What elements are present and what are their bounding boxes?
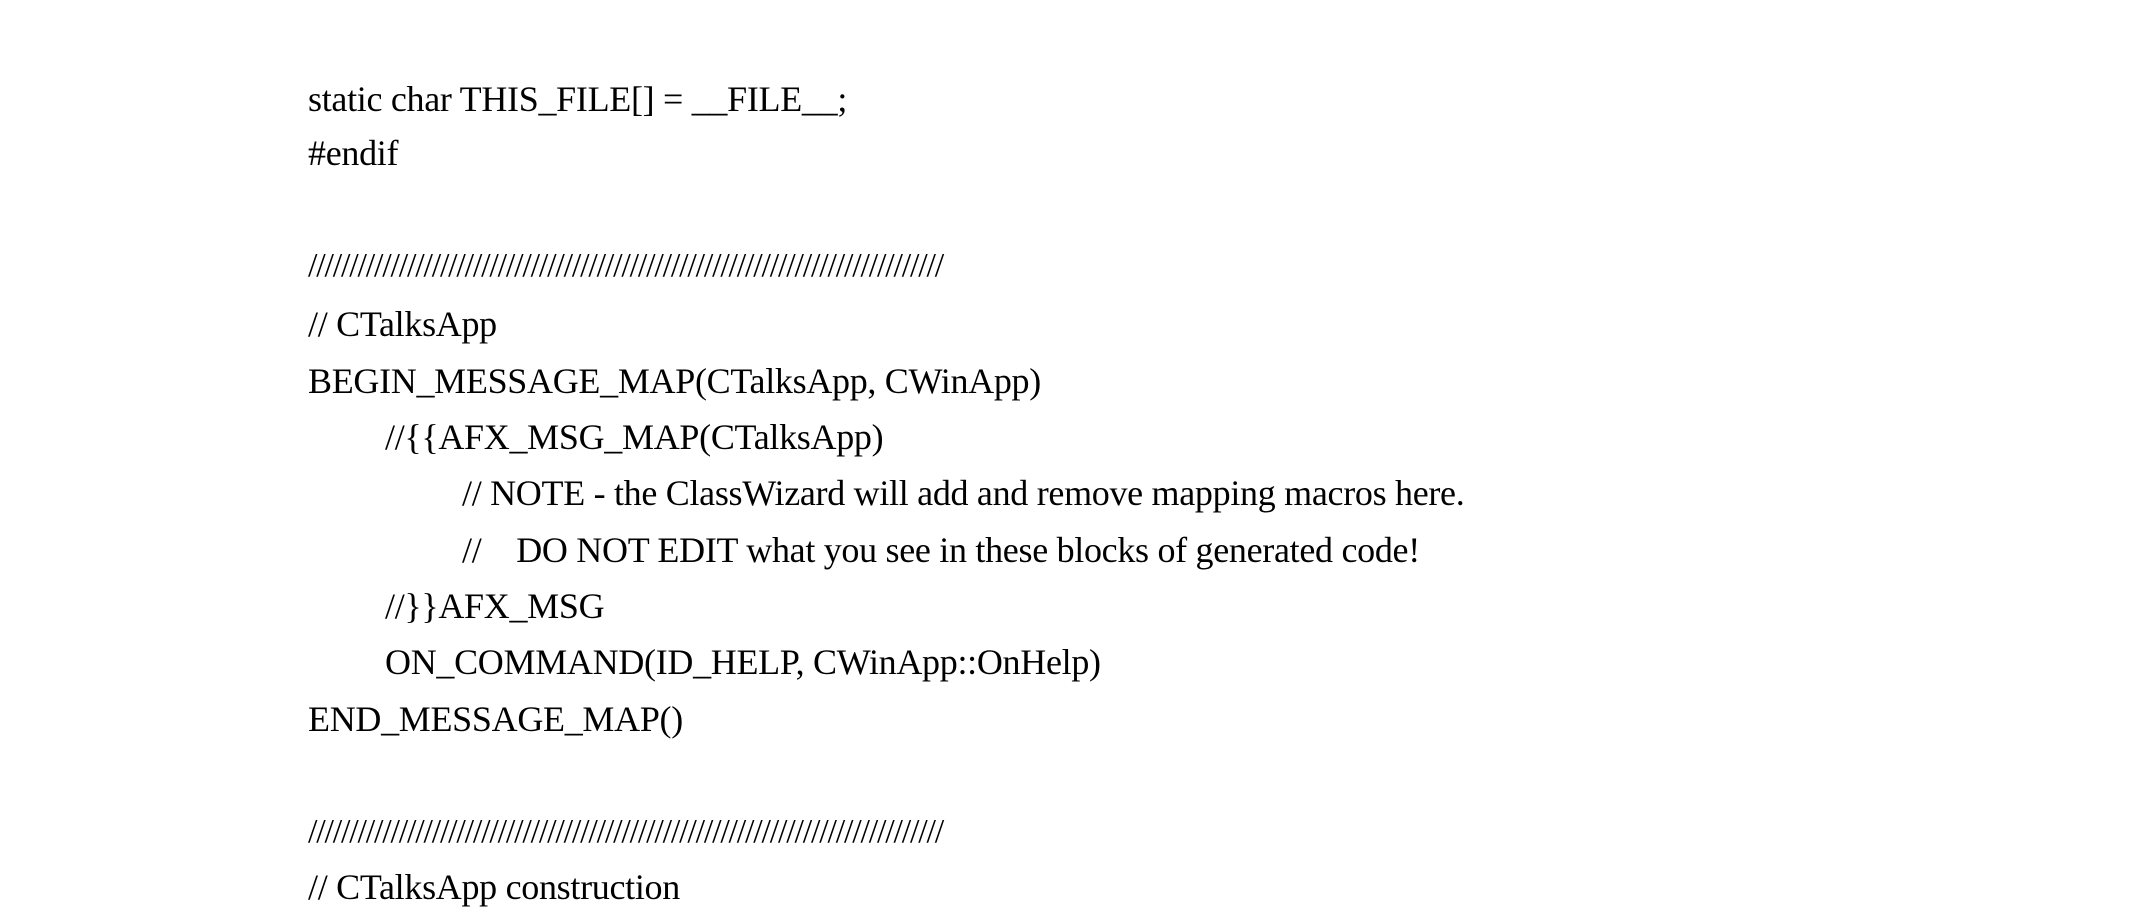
comment-separator: ////////////////////////////////////////… — [308, 813, 944, 850]
code-line-note-comment: // NOTE - the ClassWizard will add and r… — [462, 473, 1465, 513]
code-line-class-comment: // CTalksApp — [308, 304, 497, 344]
comment-separator: ////////////////////////////////////////… — [308, 247, 944, 284]
code-line-afx-msg-map-start: //{{AFX_MSG_MAP(CTalksApp) — [385, 417, 884, 457]
code-line-end-message-map: END_MESSAGE_MAP() — [308, 699, 683, 739]
code-line-afx-msg-end: //}}AFX_MSG — [385, 586, 605, 626]
code-line-do-not-edit-comment: // DO NOT EDIT what you see in these blo… — [462, 530, 1420, 570]
code-line-on-command: ON_COMMAND(ID_HELP, CWinApp::OnHelp) — [385, 642, 1101, 682]
code-line-construction-comment: // CTalksApp construction — [308, 867, 680, 907]
code-line-endif: #endif — [308, 133, 399, 173]
code-line-this-file: static char THIS_FILE[] = __FILE__; — [308, 79, 848, 119]
code-line-begin-message-map: BEGIN_MESSAGE_MAP(CTalksApp, CWinApp) — [308, 361, 1041, 401]
